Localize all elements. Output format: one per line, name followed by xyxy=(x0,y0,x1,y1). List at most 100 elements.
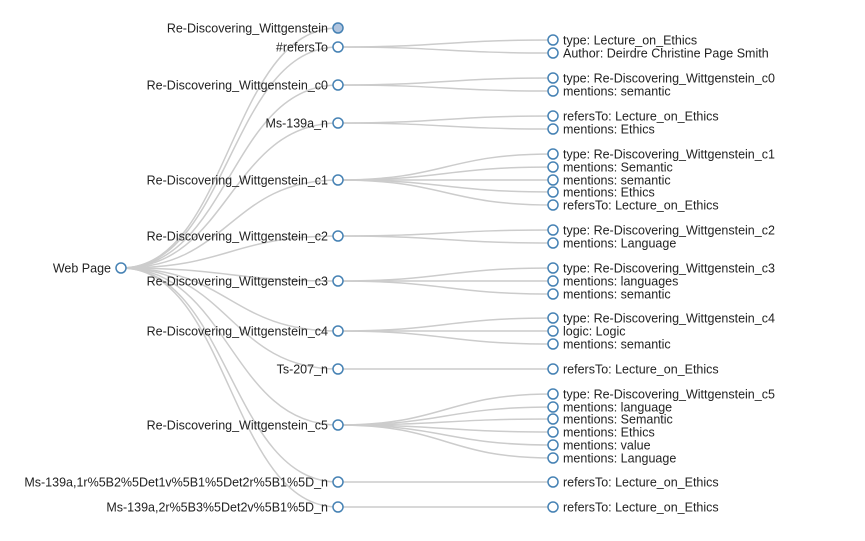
node-label[interactable]: Re-Discovering_Wittgenstein_c4 xyxy=(147,324,328,338)
node-label[interactable]: Ms-139a_n xyxy=(265,116,328,130)
node-label[interactable]: refersTo: Lecture_on_Ethics xyxy=(563,475,719,489)
node-label[interactable]: mentions: value xyxy=(563,438,651,452)
node-circle[interactable] xyxy=(547,148,559,160)
node-circle[interactable] xyxy=(547,439,559,451)
node-re-discovering-wittgenstein-c4[interactable]: Re-Discovering_Wittgenstein_c4 xyxy=(147,324,344,338)
node-circle[interactable] xyxy=(547,312,559,324)
leaf-node-type-re-discovering-wittgenstein-c1[interactable]: type: Re-Discovering_Wittgenstein_c1 xyxy=(547,147,775,161)
node-circle[interactable] xyxy=(332,363,344,375)
leaf-node-mentions-semantic[interactable]: mentions: semantic xyxy=(547,173,671,187)
node-label[interactable]: #refersTo xyxy=(276,40,328,54)
node-label[interactable]: mentions: language xyxy=(563,400,672,414)
node-label[interactable]: type: Re-Discovering_Wittgenstein_c0 xyxy=(563,71,775,85)
leaf-node-refersto-lecture-on-ethics[interactable]: refersTo: Lecture_on_Ethics xyxy=(547,362,719,376)
node-label[interactable]: Ts-207_n xyxy=(277,362,328,376)
node-label[interactable]: Re-Discovering_Wittgenstein_c2 xyxy=(147,229,328,243)
leaf-node-type-re-discovering-wittgenstein-c0[interactable]: type: Re-Discovering_Wittgenstein_c0 xyxy=(547,71,775,85)
node-circle[interactable] xyxy=(332,325,344,337)
node-label[interactable]: Re-Discovering_Wittgenstein_c1 xyxy=(147,173,328,187)
node-label[interactable]: Web Page xyxy=(53,261,111,275)
node-label[interactable]: type: Re-Discovering_Wittgenstein_c2 xyxy=(563,223,775,237)
node-label[interactable]: mentions: semantic xyxy=(563,173,671,187)
leaf-node-mentions-value[interactable]: mentions: value xyxy=(547,438,651,452)
node-re-discovering-wittgenstein-c3[interactable]: Re-Discovering_Wittgenstein_c3 xyxy=(147,274,344,288)
node-label[interactable]: Re-Discovering_Wittgenstein_c5 xyxy=(147,418,328,432)
leaf-node-mentions-semantic[interactable]: mentions: semantic xyxy=(547,84,671,98)
node-label[interactable]: type: Lecture_on_Ethics xyxy=(563,33,697,47)
node-circle[interactable] xyxy=(547,34,559,46)
leaf-node-mentions-semantic[interactable]: mentions: semantic xyxy=(547,337,671,351)
node-label[interactable]: Re-Discovering_Wittgenstein xyxy=(167,21,328,35)
node-circle[interactable] xyxy=(332,174,344,186)
node-circle[interactable] xyxy=(332,476,344,488)
node-label[interactable]: Re-Discovering_Wittgenstein_c0 xyxy=(147,78,328,92)
leaf-node-logic-logic[interactable]: logic: Logic xyxy=(547,324,626,338)
node-circle[interactable] xyxy=(547,85,559,97)
node-ts-207-n[interactable]: Ts-207_n xyxy=(277,362,344,376)
node-label[interactable]: mentions: semantic xyxy=(563,287,671,301)
node-circle[interactable] xyxy=(547,47,559,59)
node-label[interactable]: type: Re-Discovering_Wittgenstein_c5 xyxy=(563,387,775,401)
node-circle[interactable] xyxy=(547,325,559,337)
leaf-node-mentions-language[interactable]: mentions: language xyxy=(547,400,672,414)
node-circle[interactable] xyxy=(547,161,559,173)
node-circle[interactable] xyxy=(547,452,559,464)
leaf-node-refersto-lecture-on-ethics[interactable]: refersTo: Lecture_on_Ethics xyxy=(547,475,719,489)
node-ms-139a-2r-5b3-5det2v-5b1-5d-n[interactable]: Ms-139a,2r%5B3%5Det2v%5B1%5D_n xyxy=(106,500,344,514)
node-label[interactable]: mentions: semantic xyxy=(563,84,671,98)
node-circle[interactable] xyxy=(547,110,559,122)
node-label[interactable]: mentions: languages xyxy=(563,274,678,288)
leaf-node-mentions-language[interactable]: mentions: Language xyxy=(547,236,676,250)
node-circle[interactable] xyxy=(332,230,344,242)
node-circle[interactable] xyxy=(547,123,559,135)
node-label[interactable]: logic: Logic xyxy=(563,324,626,338)
node-label[interactable]: mentions: Semantic xyxy=(563,160,673,174)
node-label[interactable]: Re-Discovering_Wittgenstein_c3 xyxy=(147,274,328,288)
node-label[interactable]: mentions: Ethics xyxy=(563,185,655,199)
node-label[interactable]: refersTo: Lecture_on_Ethics xyxy=(563,362,719,376)
node-label[interactable]: mentions: Semantic xyxy=(563,412,673,426)
node-label[interactable]: mentions: Ethics xyxy=(563,122,655,136)
node-circle[interactable] xyxy=(547,72,559,84)
node-circle[interactable] xyxy=(332,275,344,287)
node-re-discovering-wittgenstein[interactable]: Re-Discovering_Wittgenstein xyxy=(167,21,344,35)
leaf-node-mentions-semantic[interactable]: mentions: Semantic xyxy=(547,160,673,174)
node-circle[interactable] xyxy=(332,79,344,91)
leaf-node-mentions-ethics[interactable]: mentions: Ethics xyxy=(547,425,655,439)
node-circle[interactable] xyxy=(547,174,559,186)
node-label[interactable]: type: Re-Discovering_Wittgenstein_c4 xyxy=(563,311,775,325)
node-label[interactable]: Author: Deirdre Christine Page Smith xyxy=(563,46,769,60)
node-label[interactable]: type: Re-Discovering_Wittgenstein_c3 xyxy=(563,261,775,275)
node-circle[interactable] xyxy=(547,476,559,488)
leaf-node-mentions-language[interactable]: mentions: Language xyxy=(547,451,676,465)
node-label[interactable]: mentions: Language xyxy=(563,236,676,250)
node-circle[interactable] xyxy=(547,363,559,375)
node-circle[interactable] xyxy=(547,413,559,425)
node-circle[interactable] xyxy=(547,501,559,513)
node-label[interactable]: type: Re-Discovering_Wittgenstein_c1 xyxy=(563,147,775,161)
node-label[interactable]: refersTo: Lecture_on_Ethics xyxy=(563,500,719,514)
node-label[interactable]: mentions: Language xyxy=(563,451,676,465)
node-re-discovering-wittgenstein-c2[interactable]: Re-Discovering_Wittgenstein_c2 xyxy=(147,229,344,243)
node-re-discovering-wittgenstein-c1[interactable]: Re-Discovering_Wittgenstein_c1 xyxy=(147,173,344,187)
node-circle[interactable] xyxy=(547,288,559,300)
leaf-node-type-re-discovering-wittgenstein-c4[interactable]: type: Re-Discovering_Wittgenstein_c4 xyxy=(547,311,775,325)
node-label[interactable]: mentions: Ethics xyxy=(563,425,655,439)
node-circle[interactable] xyxy=(332,501,344,513)
node-label[interactable]: mentions: semantic xyxy=(563,337,671,351)
node-circle[interactable] xyxy=(547,262,559,274)
node-circle[interactable] xyxy=(547,338,559,350)
leaf-node-mentions-semantic[interactable]: mentions: semantic xyxy=(547,287,671,301)
node-circle[interactable] xyxy=(547,199,559,211)
leaf-node-refersto-lecture-on-ethics[interactable]: refersTo: Lecture_on_Ethics xyxy=(547,198,719,212)
node-refersto[interactable]: #refersTo xyxy=(276,40,344,54)
leaf-node-mentions-languages[interactable]: mentions: languages xyxy=(547,274,678,288)
node-circle[interactable] xyxy=(332,419,344,431)
node-circle[interactable] xyxy=(547,275,559,287)
node-circle[interactable] xyxy=(332,41,344,53)
leaf-node-type-re-discovering-wittgenstein-c3[interactable]: type: Re-Discovering_Wittgenstein_c3 xyxy=(547,261,775,275)
leaf-node-mentions-ethics[interactable]: mentions: Ethics xyxy=(547,122,655,136)
leaf-node-refersto-lecture-on-ethics[interactable]: refersTo: Lecture_on_Ethics xyxy=(547,109,719,123)
node-circle[interactable] xyxy=(547,237,559,249)
leaf-node-refersto-lecture-on-ethics[interactable]: refersTo: Lecture_on_Ethics xyxy=(547,500,719,514)
